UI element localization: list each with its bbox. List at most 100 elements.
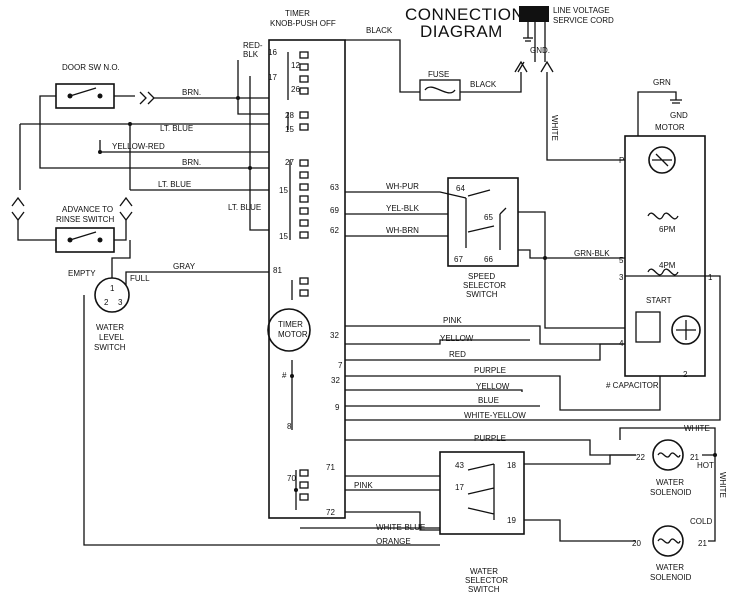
cold-solenoid-label-1: WATER	[656, 563, 684, 572]
empty-label: EMPTY	[68, 269, 96, 278]
motor-symbol	[648, 146, 676, 174]
4pm-winding	[647, 268, 679, 276]
ss-terminal-66: 66	[484, 255, 493, 264]
motor-label: MOTOR	[655, 123, 685, 132]
yellow-red-wire-label: YELLOW-RED	[112, 142, 165, 151]
full-label: FULL	[130, 274, 150, 283]
lt-blue-wire-label-3: LT. BLUE	[228, 203, 261, 212]
ss-terminal-64: 64	[456, 184, 465, 193]
terminal-15c: 15	[279, 232, 288, 241]
purple-wire-label-2: PURPLE	[474, 434, 506, 443]
gray-wire-label: GRAY	[173, 262, 196, 271]
terminal-28: 28	[285, 111, 294, 120]
6pm-label: 6PM	[659, 225, 676, 234]
terminal-72: 72	[326, 508, 335, 517]
wl-terminal-1: 1	[110, 284, 115, 293]
line-voltage-label: LINE VOLTAGE	[553, 6, 610, 15]
terminal-71: 71	[326, 463, 335, 472]
pink-wire-label-2: PINK	[354, 481, 373, 490]
ws-terminal-19: 19	[507, 516, 516, 525]
timer-contacts	[299, 51, 309, 501]
terminal-8: 8	[287, 422, 292, 431]
motor-gnd-label: GND	[670, 111, 688, 120]
terminal-9: 9	[335, 403, 340, 412]
white-blue-wire-label: WHITE-BLUE	[376, 523, 425, 532]
water-level-label-2: LEVEL	[99, 333, 124, 342]
brn-wire-label-1: BRN.	[182, 88, 201, 97]
hot-water-solenoid	[652, 439, 684, 471]
start-switch	[635, 311, 661, 343]
timer-knob-label: KNOB-PUSH OFF	[270, 19, 336, 28]
speed-switch-label-3: SWITCH	[466, 290, 498, 299]
lt-blue-wire-label-2: LT. BLUE	[158, 180, 191, 189]
hot-solenoid-label-1: WATER	[656, 478, 684, 487]
timer-motor-symbol	[267, 308, 311, 352]
wh-brn-wire-label: WH-BRN	[386, 226, 419, 235]
blue-wire-label: BLUE	[478, 396, 499, 405]
motor-terminal-2: 2	[683, 370, 688, 379]
fuse-label: FUSE	[428, 70, 449, 79]
ws-terminal-43: 43	[455, 461, 464, 470]
speed-switch-label-2: SELECTOR	[463, 281, 506, 290]
service-cord-label: SERVICE CORD	[553, 16, 614, 25]
motor-terminal-5: 5	[619, 256, 624, 265]
cold-terminal-20: 20	[632, 539, 641, 548]
terminal-63: 63	[330, 183, 339, 192]
hot-terminal-22: 22	[636, 453, 645, 462]
terminal-32b: 32	[331, 376, 340, 385]
cold-label: COLD	[690, 517, 712, 526]
terminal-7: 7	[338, 361, 343, 370]
diagram-title-line1: CONNECTION	[405, 5, 524, 24]
rinse-switch-label-1: ADVANCE TO	[62, 205, 113, 214]
hot-terminal-21: 21	[690, 453, 699, 462]
wl-terminal-2: 2	[104, 298, 109, 307]
ss-terminal-67: 67	[454, 255, 463, 264]
terminal-81: 81	[273, 266, 282, 275]
white-yellow-wire-label: WHITE-YELLOW	[464, 411, 526, 420]
water-switch-label-1: WATER	[470, 567, 498, 576]
red-blk-label-1: RED-	[243, 41, 263, 50]
water-selector-switch	[439, 451, 525, 535]
cold-water-solenoid	[652, 525, 684, 557]
fuse-symbol	[419, 79, 461, 101]
ws-terminal-18: 18	[507, 461, 516, 470]
motor-terminal-3: 3	[619, 273, 624, 282]
start-label: START	[646, 296, 672, 305]
red-wire-label: RED	[449, 350, 466, 359]
timer-motor-label-2: MOTOR	[278, 330, 308, 339]
orange-wire-label: ORANGE	[376, 537, 411, 546]
terminal-12: 12	[291, 61, 300, 70]
timer-motor-mark: #	[282, 371, 287, 380]
terminal-70: 70	[287, 474, 296, 483]
brn-wire-label-2: BRN.	[182, 158, 201, 167]
speed-switch-label-1: SPEED	[468, 272, 495, 281]
purple-wire-label-1: PURPLE	[474, 366, 506, 375]
terminal-17: 17	[268, 73, 277, 82]
junction-dots	[98, 96, 717, 492]
rinse-switch-label-2: RINSE SWITCH	[56, 215, 114, 224]
motor-grn-label: GRN	[653, 78, 671, 87]
door-switch-label: DOOR SW N.O.	[62, 63, 120, 72]
hot-solenoid-label-2: SOLENOID	[650, 488, 692, 497]
timer-black-wire-label: BLACK	[366, 26, 393, 35]
grn-blk-wire-label: GRN-BLK	[574, 249, 610, 258]
terminal-62: 62	[330, 226, 339, 235]
capacitor-label: # CAPACITOR	[606, 381, 659, 390]
lt-blue-wire-label-1: LT. BLUE	[160, 124, 193, 133]
yellow-wire-label-1: YELLOW	[440, 334, 474, 343]
plug-gnd-label: GND.	[530, 46, 550, 55]
4pm-label: 4PM	[659, 261, 676, 270]
hot-label: HOT	[697, 461, 714, 470]
red-blk-label-2: BLK	[243, 50, 259, 59]
water-level-label-3: SWITCH	[94, 343, 126, 352]
white-wire-label-solenoid: WHITE	[684, 424, 710, 433]
terminal-69: 69	[330, 206, 339, 215]
cold-solenoid-label-2: SOLENOID	[650, 573, 692, 582]
wl-terminal-3: 3	[118, 298, 123, 307]
yel-blk-wire-label: YEL-BLK	[386, 204, 420, 213]
pink-wire-label-1: PINK	[443, 316, 462, 325]
terminal-16: 16	[268, 48, 277, 57]
motor-terminal-1: 1	[708, 273, 713, 282]
terminal-15b: 15	[279, 186, 288, 195]
